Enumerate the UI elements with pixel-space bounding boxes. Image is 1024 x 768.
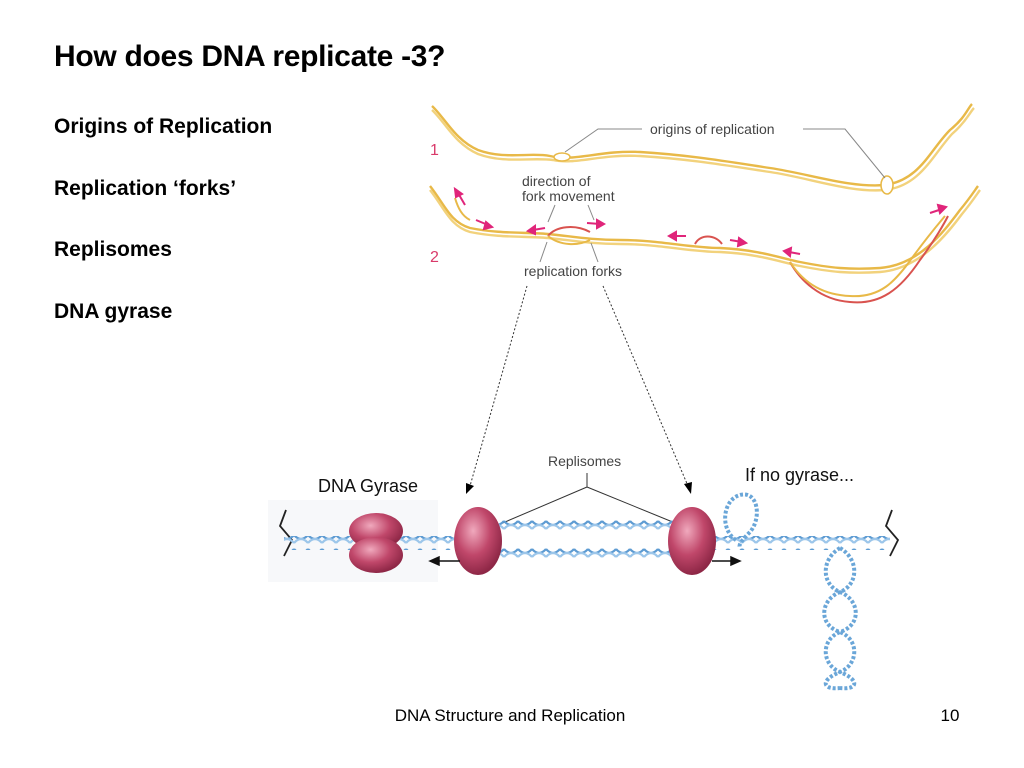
bullet-gyrase: DNA gyrase <box>54 299 173 323</box>
direction-label-line2: fork movement <box>522 188 615 204</box>
bullet-list: Origins of Replication Replication ‘fork… <box>54 112 272 358</box>
fork-movement-arrows <box>428 555 742 567</box>
step-1-number: 1 <box>430 142 439 159</box>
helix-parent-right <box>700 536 890 550</box>
direction-label-group: direction of fork movement <box>522 173 615 223</box>
slide-title: How does DNA replicate -3? <box>54 40 446 73</box>
dna-strand-2 <box>429 185 981 304</box>
fork-direction-arrows <box>453 186 948 258</box>
supercoil-loop <box>723 492 759 550</box>
no-gyrase-label: If no gyrase... <box>745 465 854 485</box>
supercoil-twist <box>822 546 858 691</box>
direction-label-line1: direction of <box>522 173 591 189</box>
gyrase-label: DNA Gyrase <box>318 476 418 496</box>
forks-label: replication forks <box>524 263 622 279</box>
forks-label-group: replication forks <box>524 241 622 279</box>
step-2-number: 2 <box>430 249 439 266</box>
bullet-origins: Origins of Replication <box>54 115 273 138</box>
dotted-connectors <box>466 285 692 494</box>
replisomes-label: Replisomes <box>548 453 621 469</box>
origins-label: origins of replication <box>650 121 775 137</box>
bullet-forks: Replication ‘forks’ <box>54 176 237 200</box>
helix-daughter-bottom <box>480 548 680 562</box>
page-number: 10 <box>940 706 960 725</box>
footer-title: DNA Structure and Replication <box>394 706 626 725</box>
bullet-replisomes: Replisomes <box>54 238 172 261</box>
bottom-diagram: DNA Gyrase Replisomes If no gyrase... <box>268 453 900 691</box>
replisome-left <box>454 507 502 575</box>
helix-daughter-top <box>480 520 680 534</box>
origins-label-group: origins of replication <box>564 121 886 179</box>
dna-strand-1 <box>431 103 975 195</box>
replisome-right <box>668 507 716 575</box>
right-break-mark <box>884 509 900 557</box>
gyrase-protein <box>349 513 403 573</box>
top-diagram: 1 2 origins of replication <box>429 103 981 304</box>
replisomes-pointer <box>497 473 681 526</box>
